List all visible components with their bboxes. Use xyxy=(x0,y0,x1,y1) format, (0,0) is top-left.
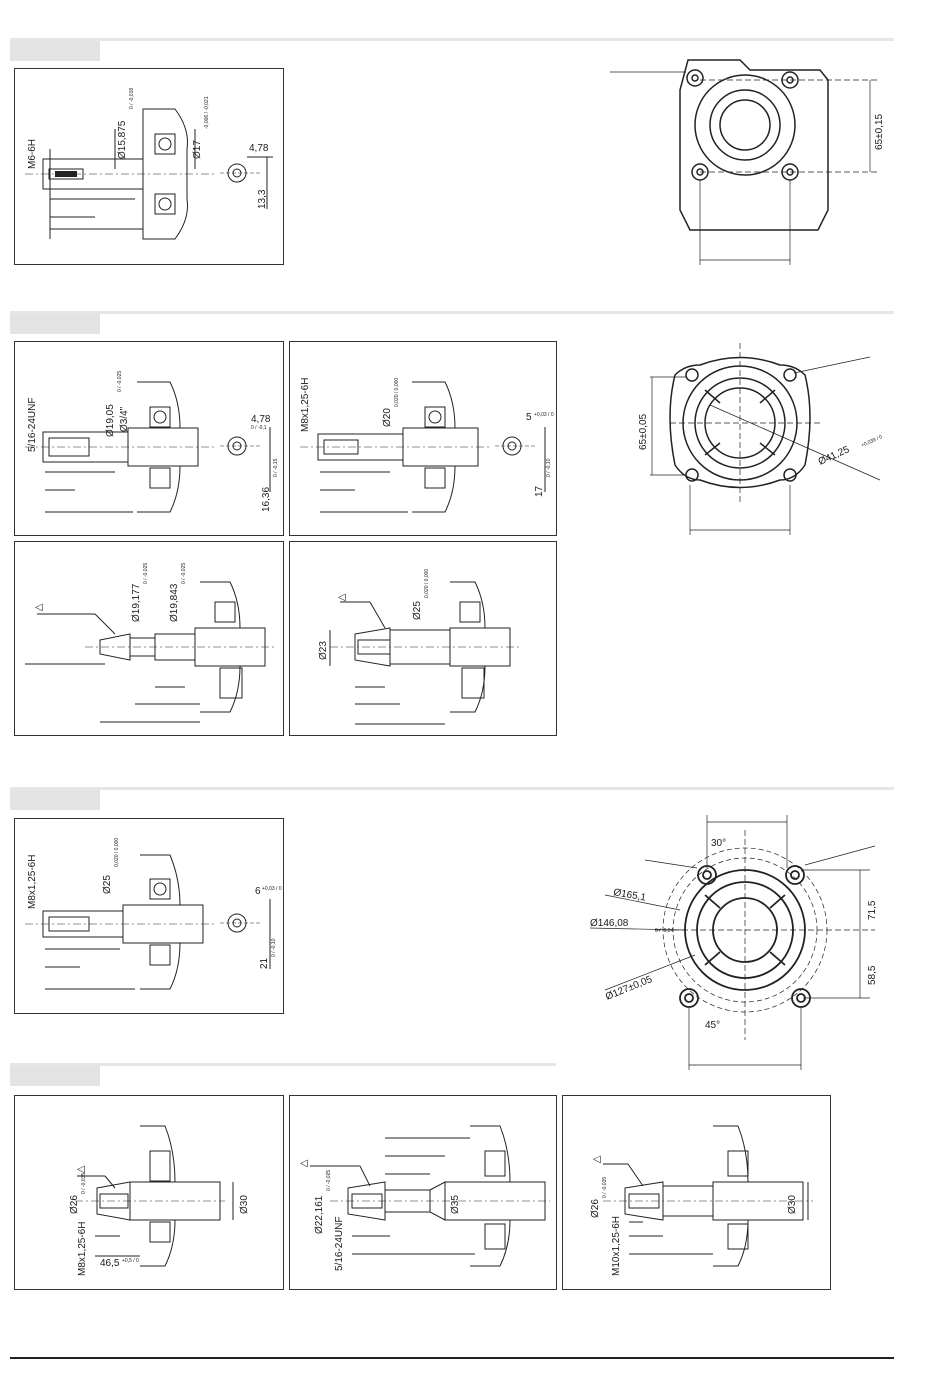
key-width-label: 5 xyxy=(526,412,532,423)
height-tol: 0 / -0,15 xyxy=(273,458,279,477)
diameter-2-label: Ø19,843 xyxy=(169,583,180,622)
diameter-1-tol: 0 / -0,018 xyxy=(129,88,135,109)
diameter-146-label: Ø146,08 xyxy=(590,918,629,929)
angle-30-label: 30° xyxy=(711,838,726,849)
length-tol: +0,5 / 0 xyxy=(122,1258,139,1264)
height-tol: 0 / -0,10 xyxy=(271,938,277,957)
shaft-panel-3: M8x1,25-6H Ø20 0,020 / 0,000 5 +0,03 / 0… xyxy=(289,341,557,536)
diameter-1-label: Ø26 xyxy=(590,1199,601,1218)
shaft-panel-8: ◁ Ø22,161 0 / -0,025 5/16-24UNF Ø35 xyxy=(289,1095,557,1290)
height-label: 16,36 xyxy=(261,487,272,512)
flange-drawing-2: 65±0,05 Ø41,25 +0,039 / 0 xyxy=(630,335,900,545)
diameter-1-label: Ø25 xyxy=(102,875,113,894)
thread-label: M8x1,25-6H xyxy=(300,378,311,432)
section-1-tab xyxy=(10,41,100,61)
height-label: 21 xyxy=(259,957,270,969)
bore-label: Ø41,25 xyxy=(817,444,852,468)
flange-drawing-1: 65±0,15 xyxy=(600,50,900,270)
flange-spacing-label: 65±0,05 xyxy=(638,413,649,450)
diameter-2-tol: 0 / -0,025 xyxy=(181,563,187,584)
taper-symbol: ◁ xyxy=(35,602,43,613)
shaft-panel-5: ◁ Ø25 0,020 / 0,000 Ø23 xyxy=(289,541,557,736)
shaft-drawing-1 xyxy=(25,108,273,240)
shaft-panel-6: M8x1,25-6H Ø25 0,020 / 0,000 6 +0,03 / 0… xyxy=(14,818,284,1014)
diameter-1-tol: 0 / -0,035 xyxy=(81,1173,87,1194)
diameter-1-tol: 0,020 / 0,000 xyxy=(114,838,120,867)
diameter-1-label: Ø22,161 xyxy=(314,1195,325,1234)
key-width-label: 6 xyxy=(255,886,261,897)
shaft-panel-9: ◁ Ø26 0 / -0,035 M10x1,25-6H Ø30 xyxy=(562,1095,831,1290)
angle-45-label: 45° xyxy=(705,1020,720,1031)
height-tol: 0 / -0,10 xyxy=(546,458,552,477)
diameter-2-label: Ø30 xyxy=(787,1195,798,1214)
taper-symbol: ◁ xyxy=(593,1154,601,1165)
thread-label: M10x1,25-6H xyxy=(611,1216,622,1276)
flange-spacing-label: 65±0,15 xyxy=(874,113,885,150)
section-1-rule xyxy=(10,38,894,41)
taper-symbol: ◁ xyxy=(338,592,346,603)
section-3-tab xyxy=(10,790,100,810)
diameter-1-label: Ø26 xyxy=(69,1195,80,1214)
diameter-1-label: Ø20 xyxy=(382,408,393,427)
height-58-label: 58,5 xyxy=(867,965,878,985)
diameter-1-label: Ø19,177 xyxy=(131,583,142,622)
height-label: 13,3 xyxy=(257,189,268,209)
diameter-2-label: Ø35 xyxy=(450,1195,461,1214)
key-width-tol: +0,03 / 0 xyxy=(262,886,282,892)
section-4-tab xyxy=(10,1066,100,1086)
thread-label: M8x1,25-6H xyxy=(77,1222,88,1276)
taper-symbol: ◁ xyxy=(77,1164,85,1175)
diameter-1-tol: 0 / -0,025 xyxy=(117,371,123,392)
diameter-1-tol: 0,020 / 0,000 xyxy=(394,378,400,407)
diameter-1-tol: 0 / -0,025 xyxy=(326,1170,332,1191)
diameter-127-label: Ø127±0,05 xyxy=(604,974,654,1003)
thread-label: 5/16-24UNF xyxy=(27,398,38,452)
key-width-tol: 0 / -0,1 xyxy=(251,425,267,431)
shaft-panel-2: 5/16-24UNF Ø19,05 0 / -0,025 Ø3/4" 4,78 … xyxy=(14,341,284,536)
thread-label: M8x1,25-6H xyxy=(27,855,38,909)
length-label: 46,5 xyxy=(100,1258,120,1269)
footer-rule xyxy=(10,1357,894,1359)
diameter-2-label: Ø30 xyxy=(239,1195,250,1214)
flange-drawing-3: 30° Ø165,1 Ø146,08 0 / -0,04 Ø127±0,05 7… xyxy=(585,810,895,1075)
bore-tol: +0,039 / 0 xyxy=(860,434,883,449)
diameter-2-tol: -0,006 / -0,021 xyxy=(204,96,210,129)
thread-label: 5/16-24UNF xyxy=(334,1217,345,1271)
section-2-tab xyxy=(10,314,100,334)
diameter-1-label: Ø19,05 xyxy=(105,404,116,437)
shaft-panel-4: ◁ Ø19,177 0 / -0,025 Ø19,843 0 / -0,025 xyxy=(14,541,284,736)
diameter-2-label: Ø17 xyxy=(192,140,203,159)
taper-symbol: ◁ xyxy=(300,1158,308,1169)
diameter-2-label: Ø3/4" xyxy=(119,406,130,432)
thread-label: M6-6H xyxy=(27,139,38,169)
section-2-rule xyxy=(10,311,894,314)
section-3-rule xyxy=(10,787,894,790)
diameter-146-tol: 0 / -0,04 xyxy=(655,928,674,934)
height-71-label: 71,5 xyxy=(867,900,878,920)
diameter-2-label: Ø23 xyxy=(318,641,329,660)
diameter-165-label: Ø165,1 xyxy=(612,887,647,904)
key-width-tol: +0,03 / 0 xyxy=(534,412,554,418)
section-4-rule xyxy=(10,1063,556,1066)
diameter-1-label: Ø25 xyxy=(412,601,423,620)
shaft-panel-1: M6-6H Ø15,875 0 / -0,018 Ø17 -0,006 / -0… xyxy=(14,68,284,265)
key-width-label: 4,78 xyxy=(251,414,271,425)
diameter-1-tol: 0 / -0,035 xyxy=(602,1177,608,1198)
height-label: 17 xyxy=(534,485,545,497)
key-width-label: 4,78 xyxy=(249,143,269,154)
diameter-1-tol: 0 / -0,025 xyxy=(143,563,149,584)
diameter-1-label: Ø15,875 xyxy=(117,120,128,159)
shaft-panel-7: ◁ Ø26 0 / -0,035 Ø30 M8x1,25-6H 46,5 +0,… xyxy=(14,1095,284,1290)
diameter-1-tol: 0,020 / 0,000 xyxy=(424,569,430,598)
